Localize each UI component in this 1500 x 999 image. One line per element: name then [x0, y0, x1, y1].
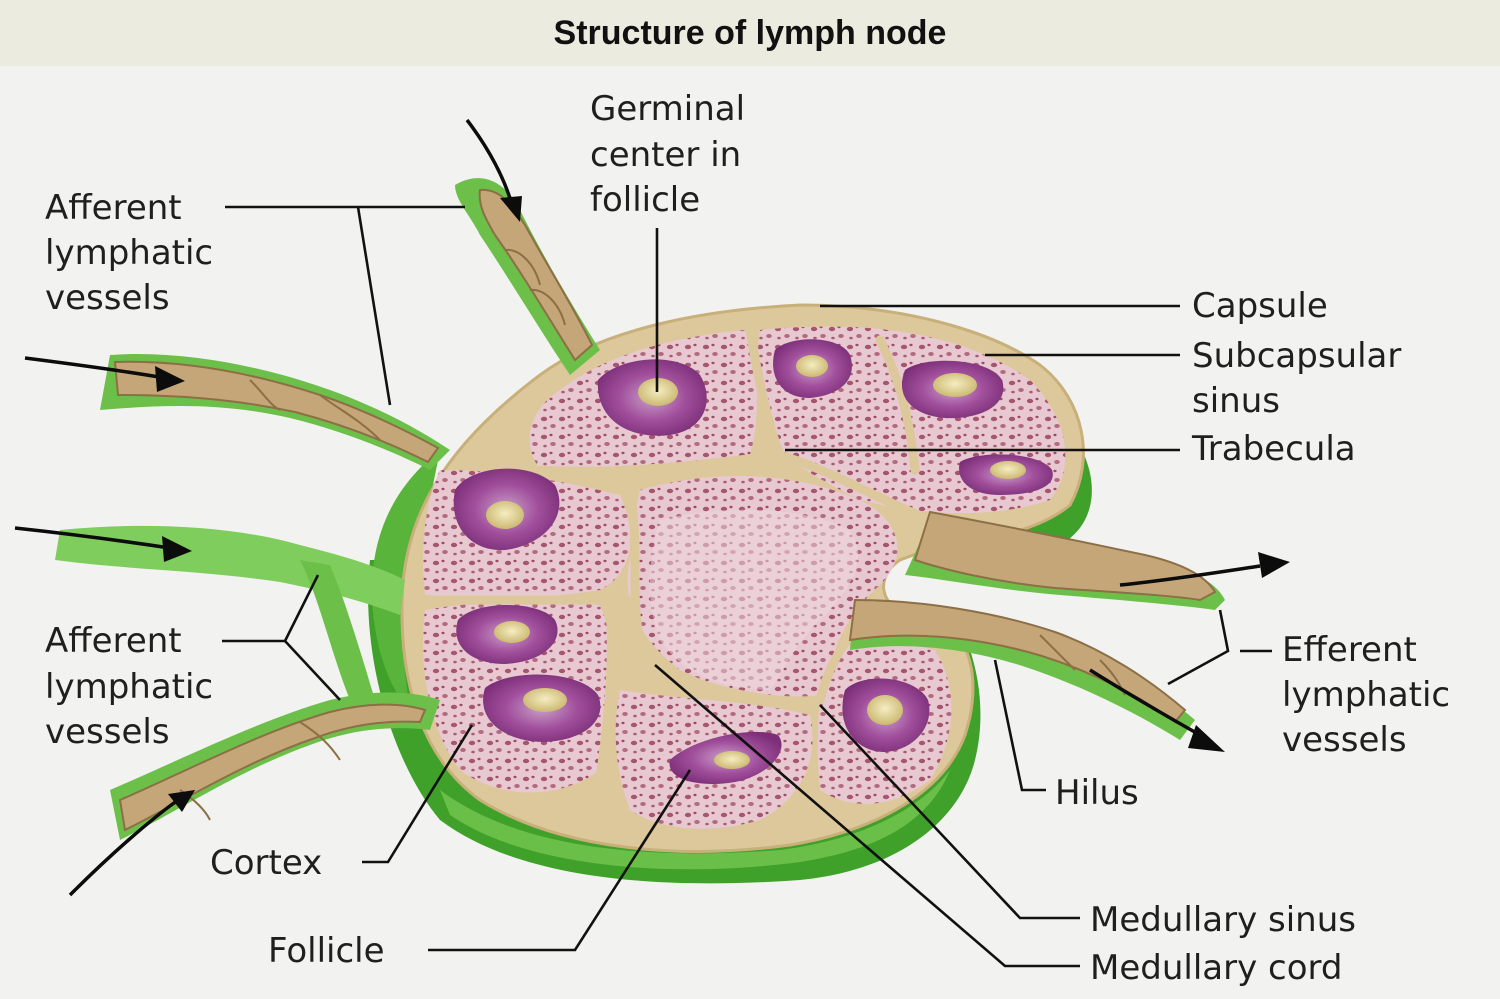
follicle-6 [456, 605, 558, 664]
label-hilus: Hilus [1055, 773, 1139, 813]
arrow-efferent-upper [1119, 552, 1290, 587]
lower-green-highlight [440, 770, 950, 870]
title-bar: Structure of lymph node [0, 0, 1500, 66]
follicle-5 [453, 468, 560, 551]
label-capsule: Capsule [1192, 286, 1328, 326]
label-subcapsular-sinus: Subcapsular sinus [1192, 336, 1412, 421]
label-follicle: Follicle [268, 931, 385, 971]
follicles [453, 339, 1053, 784]
leader-lines [222, 205, 1272, 968]
follicle-8 [669, 731, 782, 784]
arrow-afferent-left-middle [14, 526, 192, 562]
follicle-3 [901, 360, 1004, 419]
label-cortex: Cortex [210, 843, 322, 883]
arrow-afferent-top [465, 118, 522, 222]
arrow-afferent-left-lower [68, 790, 195, 897]
efferent-vessel-upper [905, 510, 1225, 610]
medullary-cord-region [649, 509, 859, 690]
follicle-4 [959, 454, 1053, 495]
label-medullary-sinus: Medullary sinus [1090, 900, 1356, 940]
label-medullary-cord: Medullary cord [1090, 948, 1342, 988]
label-germinal-center: Germinal center in follicle [590, 89, 756, 220]
label-afferent-bottom: Afferent lymphatic vessels [45, 621, 224, 752]
afferent-vessel-left-middle [55, 525, 405, 700]
trabeculae [420, 325, 935, 785]
arrow-afferent-left-upper [24, 356, 185, 392]
afferent-vessel-left-upper [100, 354, 450, 470]
follicle-7 [483, 674, 601, 742]
labels: Germinal center in follicle Afferent lym… [45, 89, 1461, 988]
arrow-efferent-lower [1089, 668, 1225, 752]
label-trabecula: Trabecula [1191, 429, 1356, 469]
page-title: Structure of lymph node [553, 14, 947, 52]
follicle-9 [842, 678, 930, 752]
lymph-node [368, 303, 1092, 884]
label-efferent: Efferent lymphatic vessels [1282, 630, 1461, 760]
flow-arrows [14, 118, 1290, 897]
afferent-vessel-top [455, 178, 600, 375]
label-afferent-top: Afferent lymphatic vessels [45, 188, 224, 318]
follicle-2 [773, 339, 852, 398]
